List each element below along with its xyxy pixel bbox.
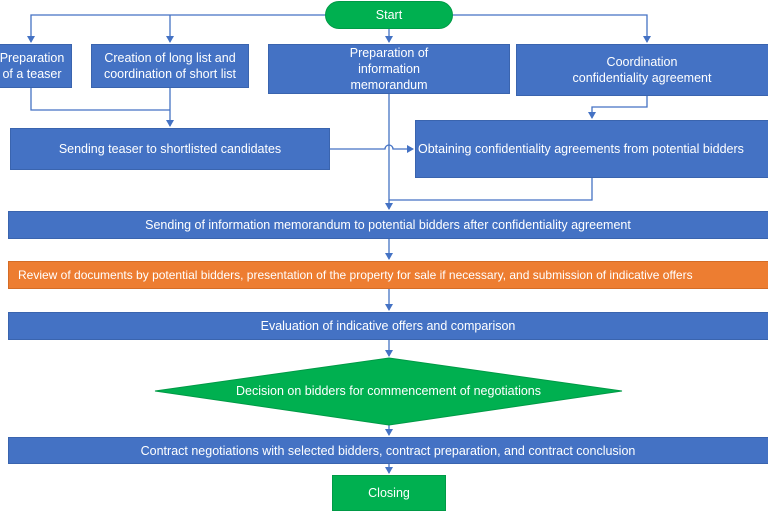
prep-teaser-box[interactable]: Preparation of a teaser [0, 44, 72, 88]
contract-label: Contract negotiations with selected bidd… [140, 443, 636, 458]
contract-bar[interactable]: Contract negotiations with selected bidd… [8, 437, 768, 464]
connector-start-to-coordination [453, 14, 651, 43]
send-teaser-label: Sending teaser to shortlisted candidates [58, 142, 282, 156]
connector-start-to-teaser [27, 14, 325, 43]
send-teaser-box[interactable]: Sending teaser to shortlisted candidates [10, 128, 330, 170]
start-label: Start [375, 8, 403, 22]
prep-teaser-label: Preparation of a teaser [0, 51, 65, 81]
obtain-conf-label: Obtaining confidentiality agreements fro… [418, 142, 744, 156]
connector-send-teaser-to-obtain [330, 144, 414, 153]
obtain-conf-box[interactable]: Obtaining confidentiality agreements fro… [415, 120, 768, 178]
coord-conf-label: Coordination confidentiality agreement [572, 55, 712, 85]
prep-memo-box[interactable]: Preparation of information memorandum [268, 44, 510, 94]
closing-terminal[interactable]: Closing [332, 475, 446, 511]
decision-diamond[interactable] [154, 357, 623, 426]
review-label: Review of documents by potential bidders… [18, 268, 693, 282]
connector-obtain-to-send-memo [389, 178, 593, 201]
long-list-label: Creation of long list and coordination o… [103, 51, 236, 81]
evaluation-label: Evaluation of indicative offers and comp… [260, 319, 516, 333]
closing-label: Closing [368, 486, 410, 500]
decision-label: Decision on bidders for commencement of … [235, 384, 542, 398]
send-memo-bar[interactable]: Sending of information memorandum to pot… [8, 211, 768, 239]
connector-teaser-to-send [30, 88, 170, 111]
coord-conf-box[interactable]: Coordination confidentiality agreement [516, 44, 768, 96]
connector-coordination-to-obtain [588, 96, 648, 119]
start-terminal[interactable]: Start [325, 1, 453, 29]
review-bar[interactable]: Review of documents by potential bidders… [8, 261, 768, 289]
evaluation-bar[interactable]: Evaluation of indicative offers and comp… [8, 312, 768, 340]
prep-memo-label: Preparation of information memorandum [349, 46, 429, 92]
send-memo-label: Sending of information memorandum to pot… [145, 218, 631, 232]
long-list-box[interactable]: Creation of long list and coordination o… [91, 44, 249, 88]
